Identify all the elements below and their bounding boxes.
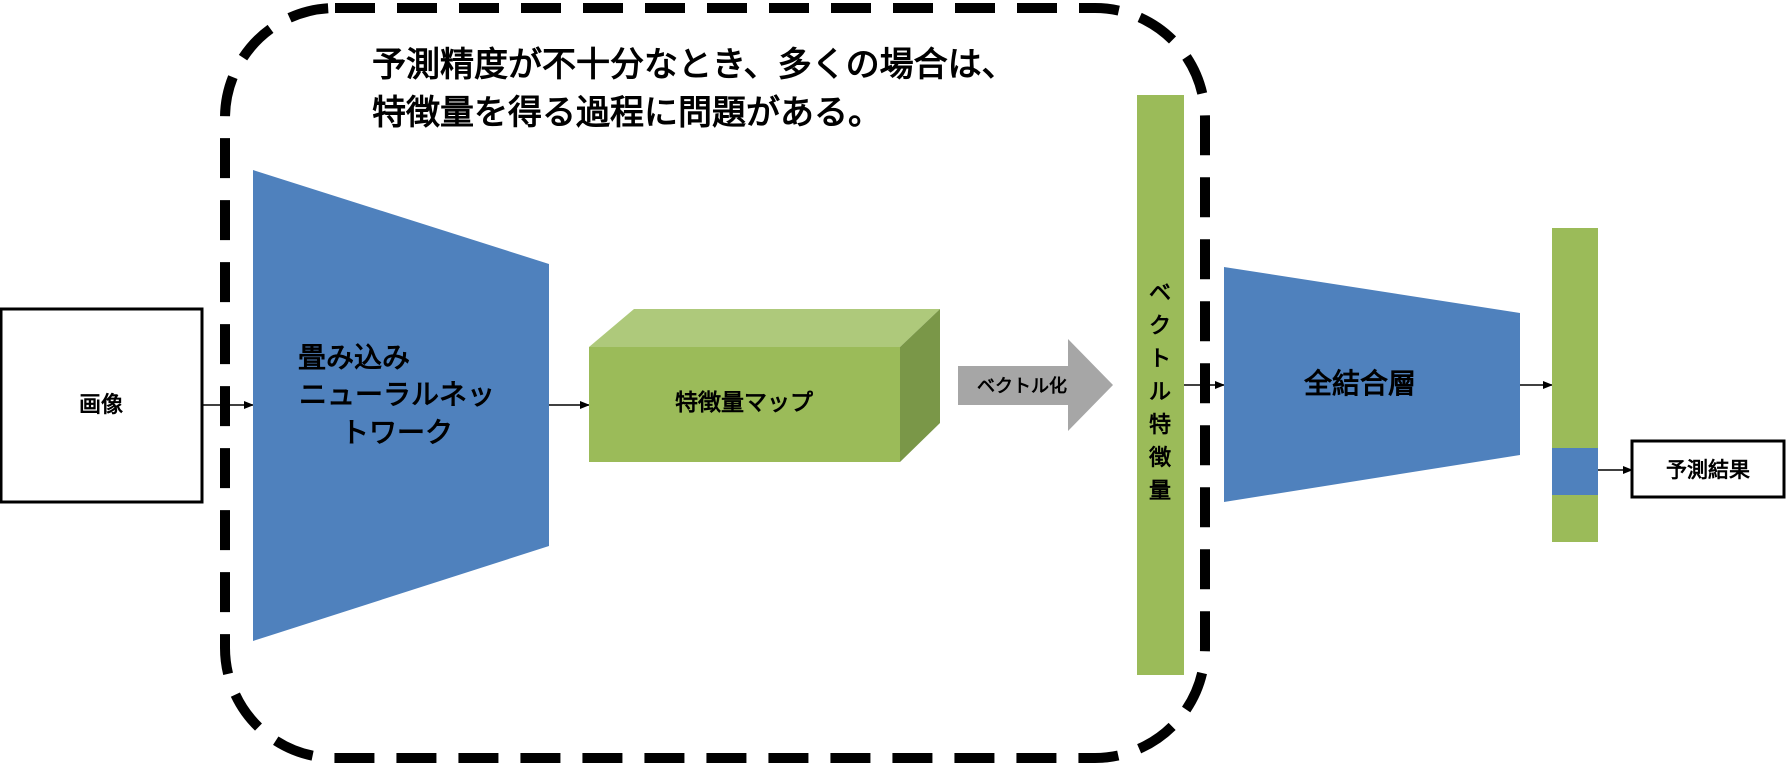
feature-map-top	[589, 309, 940, 347]
result-box	[1630, 439, 1786, 499]
fc-layer-label: 全結合層	[1303, 367, 1416, 400]
vector-feature-label: ベ ク ト ル 特 徴 量	[1148, 281, 1172, 504]
cnn-block	[253, 170, 549, 641]
vector-feature-char: 量	[1149, 479, 1171, 504]
vectorize-arrow-label: ベクトル化	[977, 375, 1067, 397]
vector-feature-char: 特	[1149, 412, 1171, 438]
vector-feature-char: ル	[1149, 380, 1171, 405]
cnn-label-line-2: ニューラルネッ	[299, 378, 495, 411]
vector-feature-bar	[1137, 95, 1184, 675]
result-label: 予測結果	[1666, 458, 1750, 482]
feature-map-side	[900, 309, 940, 462]
vector-feature-char: 徴	[1148, 445, 1172, 471]
annotation-line-2: 特徴量を得る過程に問題がある。	[372, 93, 882, 133]
dashed-region	[220, 3, 1210, 763]
vector-feature-char: ク	[1149, 314, 1171, 339]
feature-map-front	[589, 347, 900, 462]
annotation-line-1: 予測精度が不十分なとき、多くの場合は、	[372, 45, 1016, 85]
output-vector-highlight	[1552, 448, 1598, 495]
vector-feature-char: ベ	[1149, 281, 1171, 306]
vector-feature-char: ト	[1149, 347, 1171, 372]
cnn-label-line-3: トワーク	[341, 416, 453, 449]
feature-map-label: 特徴量マップ	[675, 389, 814, 416]
input-image-label: 画像	[79, 392, 124, 418]
vectorize-arrow	[958, 339, 1113, 431]
cnn-label-line-1: 畳み込み	[298, 341, 410, 374]
fc-layer-block	[1224, 267, 1520, 502]
